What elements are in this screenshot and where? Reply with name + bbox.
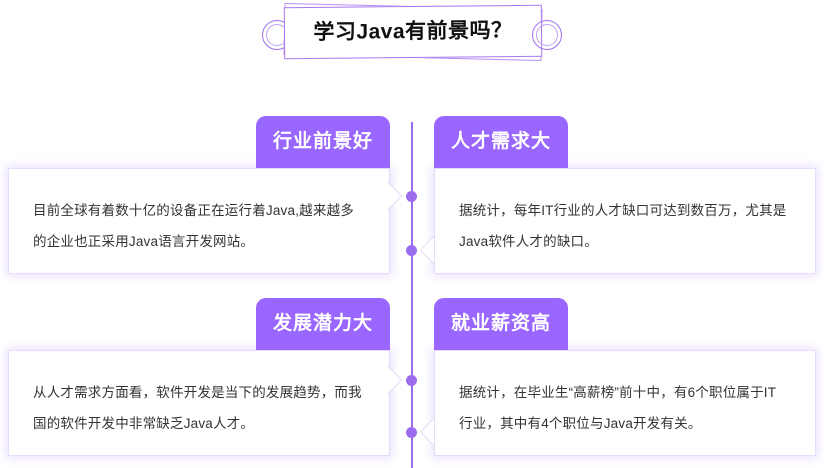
arrow-notch-icon (388, 183, 401, 209)
card-body-text: 据统计，每年IT行业的人才缺口可达到数百万，尤其是Java软件人才的缺口。 (459, 203, 787, 249)
card-badge-industry-prospect[interactable]: 行业前景好 (256, 116, 390, 168)
card-talent-demand[interactable]: 据统计，每年IT行业的人才缺口可达到数百万，尤其是Java软件人才的缺口。 (434, 168, 816, 274)
timeline-dot (406, 191, 417, 202)
card-industry-prospect[interactable]: 目前全球有着数十亿的设备正在运行着Java,越来越多的企业也正采用Java语言开… (8, 168, 390, 274)
arrow-notch-icon (421, 419, 434, 445)
card-body-text: 从人才需求方面看，软件开发是当下的发展趋势，而我国的软件开发中非常缺乏Java人… (33, 385, 362, 431)
card-high-salary[interactable]: 据统计，在毕业生“高薪榜”前十中，有6个职位属于IT行业，其中有4个职位与Jav… (434, 350, 816, 456)
timeline-dot (406, 245, 417, 256)
card-badge-talent-demand[interactable]: 人才需求大 (434, 116, 568, 168)
arrow-notch-icon (388, 367, 401, 393)
arrow-notch-icon (421, 237, 434, 263)
card-body-text: 目前全球有着数十亿的设备正在运行着Java,越来越多的企业也正采用Java语言开… (33, 203, 354, 249)
timeline-spine (411, 122, 413, 468)
card-body-text: 据统计，在毕业生“高薪榜”前十中，有6个职位属于IT行业，其中有4个职位与Jav… (459, 385, 777, 431)
title-banner: 学习Java有前景吗？ (262, 2, 562, 68)
card-badge-high-salary[interactable]: 就业薪资高 (434, 298, 568, 350)
circle-ring-icon-right (532, 20, 562, 50)
page-title: 学习Java有前景吗？ (313, 19, 513, 44)
timeline-dot (406, 375, 417, 386)
timeline-dot (406, 427, 417, 438)
card-growth-potential[interactable]: 从人才需求方面看，软件开发是当下的发展趋势，而我国的软件开发中非常缺乏Java人… (8, 350, 390, 456)
card-badge-growth-potential[interactable]: 发展潜力大 (256, 298, 390, 350)
